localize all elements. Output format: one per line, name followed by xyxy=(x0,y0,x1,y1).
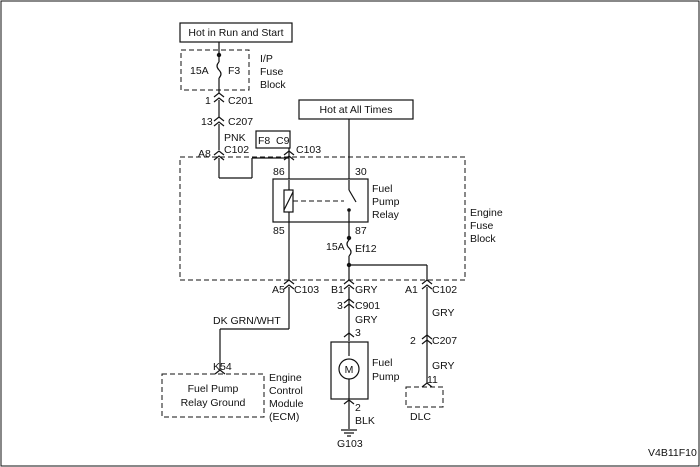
pump-pin-bot: 2 xyxy=(355,402,361,414)
pump-pin-top: 3 xyxy=(355,327,361,339)
ecm-label-l4: (ECM) xyxy=(269,411,299,423)
c103-bot-label: C103 xyxy=(294,284,319,296)
ecm-label-l3: Module xyxy=(269,398,304,410)
c102-bot-label: C102 xyxy=(432,284,457,296)
pump-label-l2: Pump xyxy=(372,371,400,383)
ip-fuse-block-l3: Block xyxy=(260,79,286,91)
engine-fuse-block-l3: Block xyxy=(470,233,496,245)
dlc-box xyxy=(405,386,444,408)
ecm-box-l2: Relay Ground xyxy=(181,397,246,409)
hot-all-times-label: Hot at All Times xyxy=(320,104,393,116)
dlc-pin: 11 xyxy=(427,374,438,386)
ecm-label-l2: Control xyxy=(269,385,303,397)
fuse-f3-icon xyxy=(216,61,222,79)
relay-coil-diag xyxy=(283,191,294,211)
connector-c201-icon xyxy=(213,92,225,103)
c201-pin: 1 xyxy=(205,95,211,107)
hot-run-start-label: Hot in Run and Start xyxy=(188,27,283,39)
connector-pump-top-icon xyxy=(343,332,355,338)
pin-87: 87 xyxy=(355,225,367,237)
connector-c102-bot-icon xyxy=(421,279,433,290)
wire-color-gry-3: GRY xyxy=(432,307,455,319)
wire-color-gry-1: GRY xyxy=(355,284,378,296)
ip-fuse-block-outline xyxy=(180,49,250,91)
dlc-label: DLC xyxy=(410,411,431,423)
ip-fuse-block-l2: Fuse xyxy=(260,66,284,78)
wire-color-dk-grn-wht: DK GRN/WHT xyxy=(213,315,281,327)
c207-top-label: C207 xyxy=(228,116,253,128)
connector-c102-top-icon xyxy=(213,150,225,161)
c102-top-label: C102 xyxy=(224,144,249,156)
relay-label-l1: Fuel xyxy=(372,183,392,195)
pin-k54: K54 xyxy=(213,361,232,373)
ip-fuse-amp: 15A xyxy=(190,65,209,77)
pump-label-l1: Fuel xyxy=(372,357,392,369)
motor-label: M xyxy=(345,364,354,376)
engine-fuse-block-l1: Engine xyxy=(470,207,503,219)
relay-switch-icon xyxy=(348,189,357,203)
splice-dot xyxy=(346,235,352,241)
c207-pin-bot: 2 xyxy=(410,335,416,347)
pin-30: 30 xyxy=(355,166,367,178)
hot-run-start-box xyxy=(179,22,293,43)
connector-k54-icon xyxy=(214,369,226,375)
engine-fuse-block-l2: Fuse xyxy=(470,220,494,232)
pin-86: 86 xyxy=(273,166,285,178)
wire-color-gry-4: GRY xyxy=(432,360,455,372)
pin-a5: A5 xyxy=(272,284,285,296)
connector-c103-bot-icon xyxy=(283,279,295,290)
wire-color-gry-2: GRY xyxy=(355,314,378,326)
c207-bot-label: C207 xyxy=(432,335,457,347)
pin-a1: A1 xyxy=(405,284,418,296)
pin-85: 85 xyxy=(273,225,285,237)
c901-label: C901 xyxy=(355,300,380,312)
c901-pin: 3 xyxy=(337,300,343,312)
fuse-ef12-icon xyxy=(346,239,352,257)
ip-fuse-id: F3 xyxy=(228,65,240,77)
ground-icon xyxy=(341,429,357,437)
c201-label: C201 xyxy=(228,95,253,107)
connector-dlc-icon xyxy=(421,382,433,388)
connector-c901-icon xyxy=(343,298,355,309)
wire-color-pnk: PNK xyxy=(224,132,246,144)
ecm-box xyxy=(161,373,265,418)
connector-b1-icon xyxy=(343,279,355,290)
pin-b1: B1 xyxy=(331,284,344,296)
ip-fuse-block-l1: I/P xyxy=(260,53,273,65)
pin-f8: F8 xyxy=(258,135,270,147)
connector-c207-bot-icon xyxy=(421,334,433,345)
connector-c207-top-icon xyxy=(213,116,225,127)
f8-c9-box xyxy=(255,130,291,149)
c207-pin-top: 13 xyxy=(201,116,213,128)
figure-id: V4B11F10 xyxy=(648,447,697,459)
relay-label-l2: Pump xyxy=(372,196,400,208)
relay-label-l3: Relay xyxy=(372,209,400,221)
c103-top-label: C103 xyxy=(296,144,321,156)
ground-g103: G103 xyxy=(337,438,363,450)
pin-c9: C9 xyxy=(276,135,290,147)
ecm-box-l1: Fuel Pump xyxy=(188,383,239,395)
ef-id: Ef12 xyxy=(355,243,377,255)
hot-all-times-box xyxy=(298,99,414,120)
wire-color-blk: BLK xyxy=(355,415,375,427)
ef-amp: 15A xyxy=(326,241,345,253)
pin-a8: A8 xyxy=(198,148,211,160)
engine-fuse-block-outline xyxy=(179,156,466,281)
ecm-label-l1: Engine xyxy=(269,372,302,384)
